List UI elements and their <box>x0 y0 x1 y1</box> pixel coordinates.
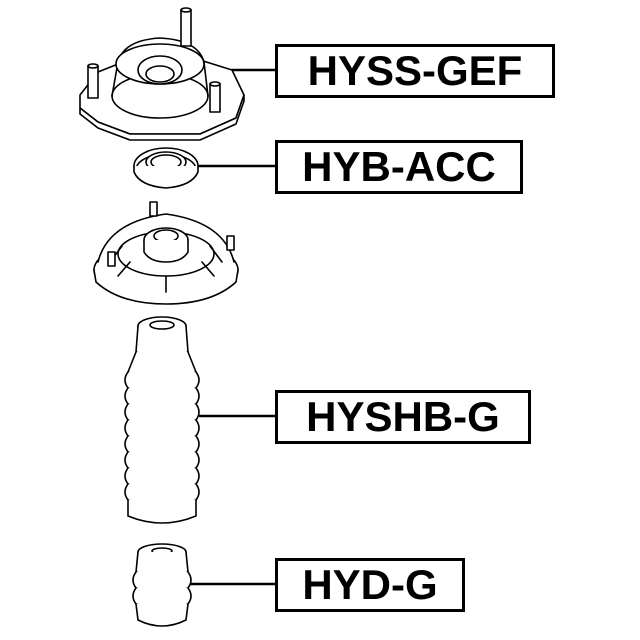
bump-stop-drawing <box>132 543 192 627</box>
part-label-bump-stop: HYD-G <box>275 558 465 612</box>
leader-lines <box>186 68 277 586</box>
strut-mount-drawing <box>79 7 245 141</box>
bearing-drawing <box>133 147 199 189</box>
part-label-strut-mount: HYSS-GEF <box>275 44 555 98</box>
boot-drawing <box>124 316 200 524</box>
spring-seat-drawing <box>93 201 239 305</box>
part-label-bearing: HYB-ACC <box>275 140 523 194</box>
part-label-boot: HYSHB-G <box>275 390 531 444</box>
